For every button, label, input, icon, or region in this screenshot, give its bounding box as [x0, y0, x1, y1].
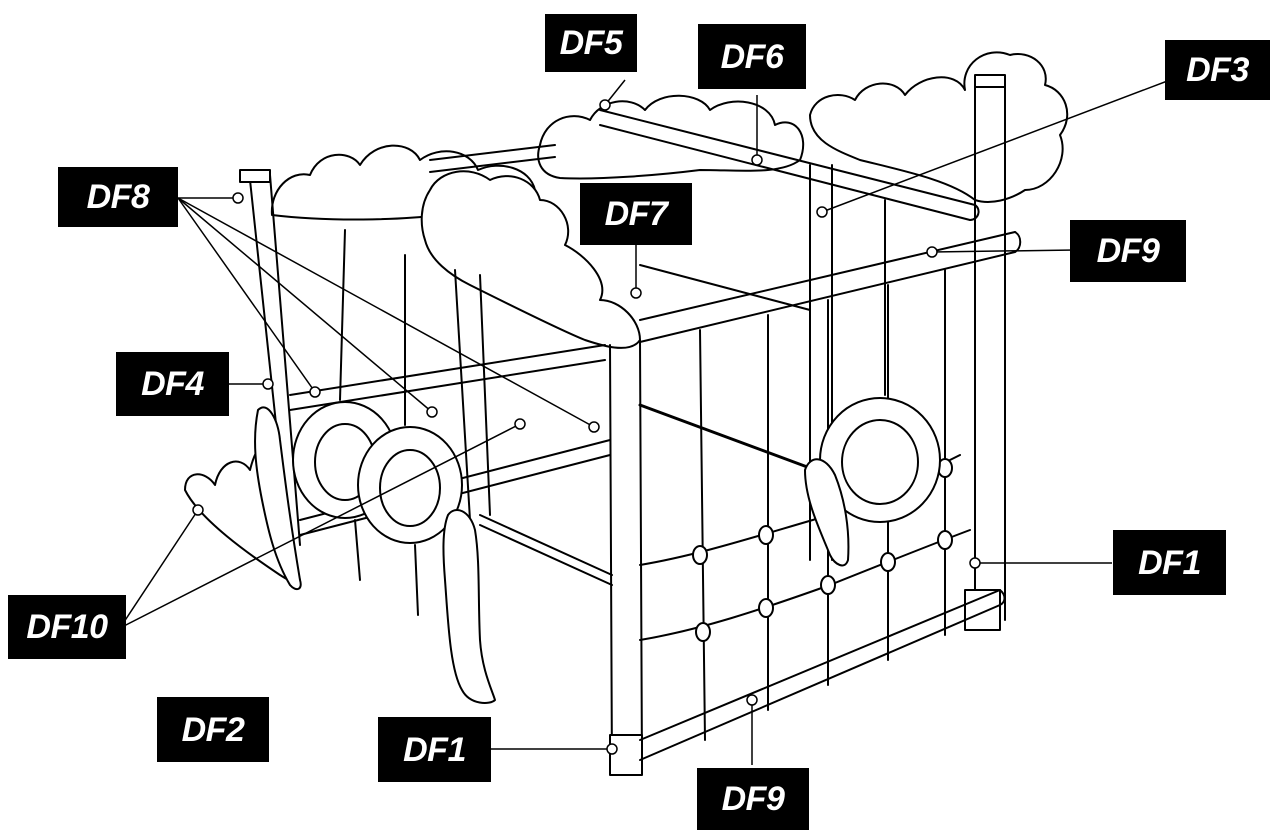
roof-panel-right — [810, 52, 1067, 202]
label-df9-right: DF9 — [1070, 220, 1186, 282]
leaf-panel-front-tall — [443, 510, 495, 703]
label-df3: DF3 — [1165, 40, 1270, 100]
label-df7: DF7 — [580, 183, 692, 245]
label-df10: DF10 — [8, 595, 126, 659]
leaf-panel-right — [805, 459, 848, 565]
roof-panel-front — [422, 171, 640, 348]
leaf-panel-left-tall — [255, 407, 301, 589]
leader-dots — [192, 99, 981, 755]
label-df6: DF6 — [698, 24, 806, 89]
label-df1-bottom: DF1 — [378, 717, 491, 782]
label-df8: DF8 — [58, 167, 178, 227]
label-df4: DF4 — [116, 352, 229, 416]
label-df1-right: DF1 — [1113, 530, 1226, 595]
label-df2: DF2 — [157, 697, 269, 762]
label-df5: DF5 — [545, 14, 637, 72]
leader-lines — [119, 79, 1171, 765]
label-df9-bottom: DF9 — [697, 768, 809, 830]
tyre-front-left — [358, 427, 462, 543]
